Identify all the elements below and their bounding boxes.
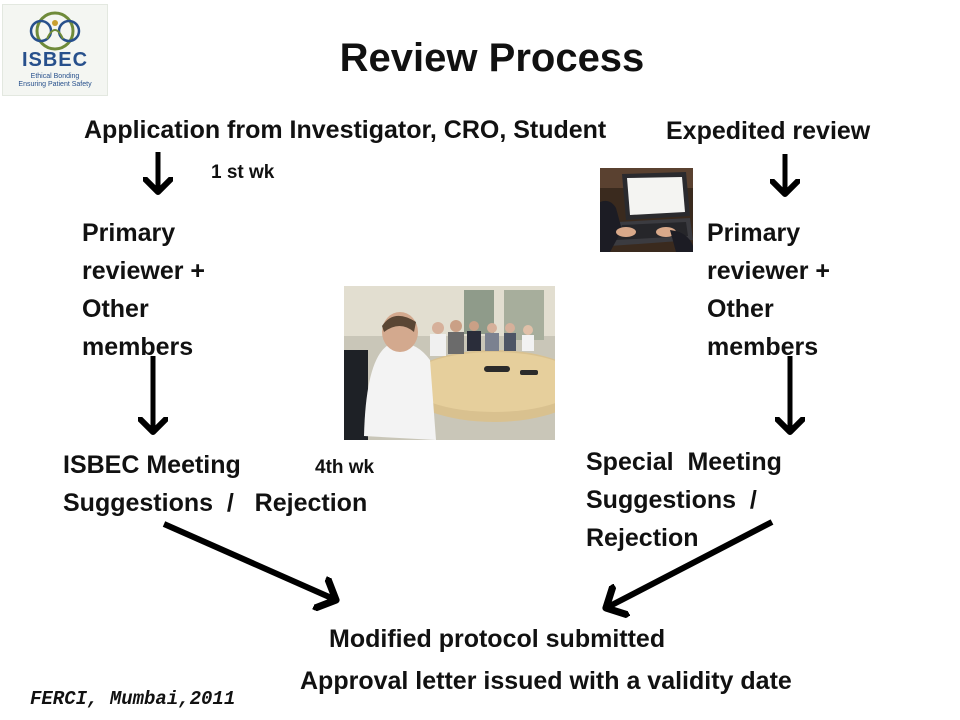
left-primary-line-4: members — [82, 333, 194, 361]
credit-label: FERCI, Mumbai,2011 — [30, 688, 236, 710]
left-primary-reviewers: Primary reviewer + Other members — [82, 214, 205, 366]
week-4-label: 4th wk — [315, 457, 375, 478]
modified-protocol-label: Modified protocol submitted — [329, 625, 666, 653]
special-meeting-label: Special Meeting — [586, 448, 782, 476]
week-1-label: 1 st wk — [211, 162, 275, 183]
left-primary-line-1: Primary — [82, 219, 176, 247]
right-outcome-label-2: Rejection — [586, 524, 699, 552]
meeting-photo — [344, 286, 555, 440]
logo-name: ISBEC — [21, 49, 89, 71]
arrow-right-to-final — [606, 519, 774, 608]
isbec-meeting-label: ISBEC Meeting — [63, 451, 241, 479]
right-primary-line-2: reviewer + — [707, 257, 831, 285]
right-primary-line-1: Primary — [707, 219, 801, 247]
logo-emblem-icon — [29, 11, 81, 51]
isbec-logo: ISBEC Ethical Bonding Ensuring Patient S… — [2, 4, 108, 96]
right-primary-line-3: Other — [707, 295, 774, 323]
application-label: Application from Investigator, CRO, Stud… — [84, 116, 607, 144]
right-outcome-label-1: Suggestions / — [586, 486, 757, 514]
left-outcome-label: Suggestions / Rejection — [63, 489, 368, 517]
expedited-review-label: Expedited review — [666, 117, 871, 145]
right-primary-line-4: members — [707, 333, 819, 361]
laptop-photo — [600, 168, 693, 252]
page-title: Review Process — [339, 36, 645, 80]
approval-letter-label: Approval letter issued with a validity d… — [300, 667, 792, 695]
left-primary-line-3: Other — [82, 295, 149, 323]
right-primary-reviewers: Primary reviewer + Other members — [707, 214, 830, 366]
logo-tagline-2: Ensuring Patient Safety — [18, 81, 92, 88]
left-primary-line-2: reviewer + — [82, 257, 206, 285]
logo-tagline-1: Ethical Bonding — [30, 73, 80, 80]
arrow-left-to-final — [162, 521, 336, 600]
